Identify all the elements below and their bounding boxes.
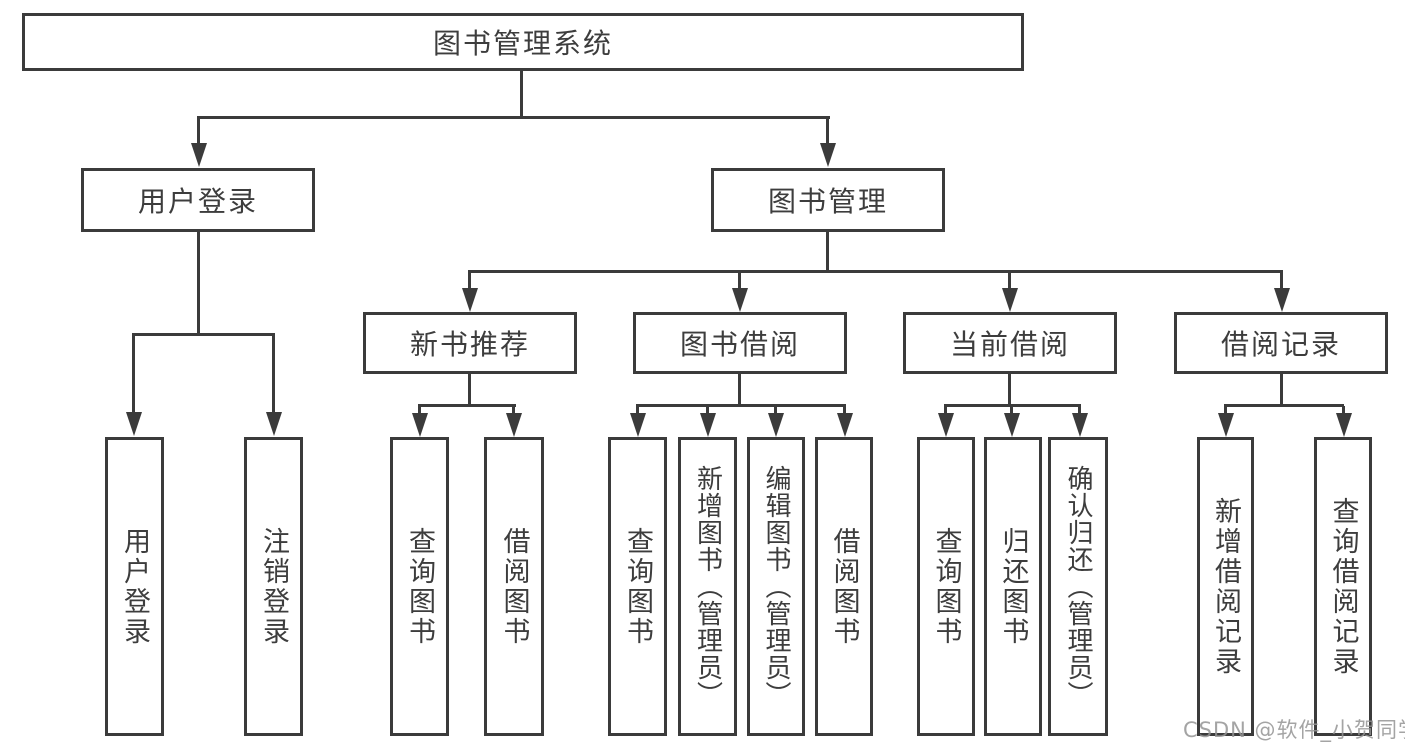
edge-line [1224, 404, 1344, 407]
node-new-book-rec: 新书推荐 [363, 312, 577, 374]
arrowhead-icon [837, 413, 853, 437]
node-current-borrow-label: 当前借阅 [949, 328, 1070, 361]
leaf-br-search-record: 查询借阅记录 [1314, 437, 1372, 736]
leaf-user-login: 用户登录 [105, 437, 164, 736]
edge-line [738, 272, 741, 290]
edge-line [944, 404, 1081, 407]
leaf-logout: 注销登录 [244, 437, 303, 736]
arrowhead-icon [191, 143, 207, 167]
edge-line [418, 406, 421, 415]
edge-line [468, 270, 1283, 273]
arrowhead-icon [700, 413, 716, 437]
leaf-cb-search-books: 查询图书 [917, 437, 975, 736]
edge-line [1224, 406, 1227, 415]
edge-line [272, 335, 275, 413]
leaf-bb-edit-books-label: 编辑图书（管理员） [761, 465, 791, 708]
arrowhead-icon [1274, 288, 1290, 312]
leaf-cb-confirm-return-label: 确认归还（管理员） [1063, 465, 1093, 708]
arrowhead-icon [1002, 288, 1018, 312]
edge-line [512, 406, 515, 415]
edge-line [774, 406, 777, 415]
edge-line [520, 71, 523, 118]
node-book-mgmt-label: 图书管理 [767, 185, 888, 218]
leaf-bb-borrow-books-label: 借阅图书 [828, 526, 860, 647]
arrowhead-icon [1218, 413, 1234, 437]
leaf-br-search-record-label: 查询借阅记录 [1327, 496, 1359, 677]
node-new-book-rec-label: 新书推荐 [409, 328, 530, 361]
leaf-rec-borrow-books-label: 借阅图书 [498, 526, 530, 647]
node-borrow-record-label: 借阅记录 [1220, 328, 1341, 361]
leaf-rec-search-books-label: 查询图书 [404, 526, 435, 647]
node-root-label: 图书管理系统 [432, 27, 613, 60]
leaf-rec-search-books: 查询图书 [390, 437, 449, 736]
node-borrow-record: 借阅记录 [1174, 312, 1388, 374]
edge-line [1010, 406, 1013, 415]
edge-line [944, 406, 947, 415]
edge-line [1008, 272, 1011, 290]
edge-line [636, 406, 639, 415]
edge-line [706, 406, 709, 415]
edge-line [132, 335, 135, 413]
edge-line [1280, 374, 1283, 407]
leaf-bb-add-books-label: 新增图书（管理员） [692, 465, 723, 708]
leaf-cb-search-books-label: 查询图书 [930, 526, 962, 647]
arrowhead-icon [462, 288, 478, 312]
arrowhead-icon [1336, 413, 1352, 437]
edge-line [843, 406, 846, 415]
edge-line [418, 404, 516, 407]
edge-line [197, 232, 200, 335]
edge-line [468, 374, 471, 407]
node-book-borrow: 图书借阅 [633, 312, 847, 374]
edge-line [826, 118, 829, 146]
arrowhead-icon [126, 412, 142, 436]
node-user-login: 用户登录 [81, 168, 315, 232]
leaf-cb-confirm-return: 确认归还（管理员） [1048, 437, 1108, 736]
arrowhead-icon [938, 413, 954, 437]
arrowhead-icon [630, 413, 646, 437]
edge-line [1008, 374, 1011, 407]
edge-line [132, 333, 275, 336]
leaf-br-add-record-label: 新增借阅记录 [1210, 496, 1241, 677]
leaf-logout-label: 注销登录 [258, 526, 289, 647]
edge-line [197, 116, 830, 119]
arrowhead-icon [820, 143, 836, 167]
leaf-bb-search-books: 查询图书 [608, 437, 667, 736]
edge-line [1342, 406, 1345, 415]
arrowhead-icon [1072, 413, 1088, 437]
arrowhead-icon [768, 413, 784, 437]
leaf-rec-borrow-books: 借阅图书 [484, 437, 544, 736]
arrowhead-icon [506, 413, 522, 437]
leaf-bb-edit-books: 编辑图书（管理员） [747, 437, 805, 736]
arrowhead-icon [412, 413, 428, 437]
edge-line [197, 118, 200, 146]
leaf-bb-borrow-books: 借阅图书 [815, 437, 873, 736]
edge-line [1280, 272, 1283, 290]
edge-line [468, 272, 471, 290]
node-user-login-label: 用户登录 [137, 185, 258, 218]
node-book-mgmt: 图书管理 [711, 168, 945, 232]
leaf-br-add-record: 新增借阅记录 [1197, 437, 1254, 736]
arrowhead-icon [266, 412, 282, 436]
node-book-borrow-label: 图书借阅 [679, 328, 800, 361]
leaf-user-login-label: 用户登录 [119, 526, 150, 647]
edge-line [1078, 406, 1081, 415]
leaf-cb-return-books: 归还图书 [984, 437, 1042, 736]
leaf-bb-add-books: 新增图书（管理员） [678, 437, 737, 736]
edge-line [826, 232, 829, 273]
leaf-cb-return-books-label: 归还图书 [997, 526, 1029, 647]
node-root: 图书管理系统 [22, 13, 1024, 71]
leaf-bb-search-books-label: 查询图书 [622, 526, 653, 647]
arrowhead-icon [1004, 413, 1020, 437]
edge-line [636, 404, 846, 407]
edge-line [738, 374, 741, 407]
node-current-borrow: 当前借阅 [903, 312, 1117, 374]
csdn-watermark: CSDN @软件_小贺同学 [1183, 718, 1405, 742]
arrowhead-icon [732, 288, 748, 312]
